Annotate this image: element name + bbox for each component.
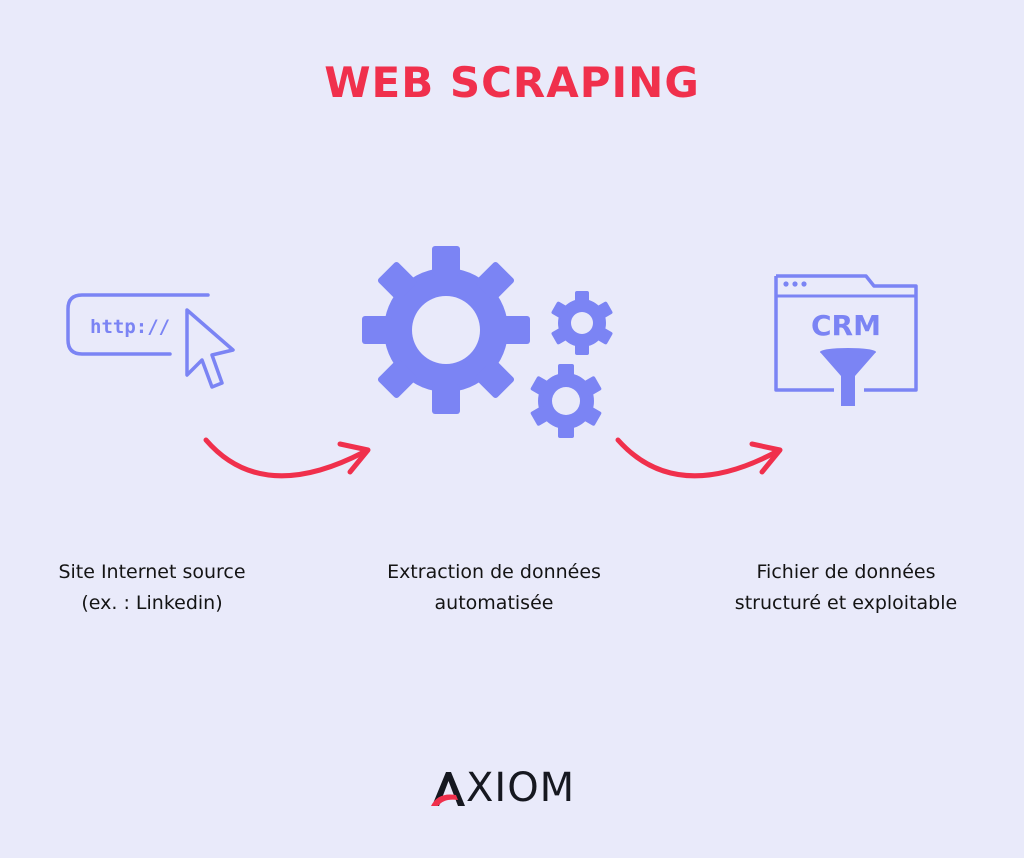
url-text: http:// <box>90 316 170 338</box>
step-caption-source: Site Internet source (ex. : Linkedin) <box>2 557 302 619</box>
caption-line: structuré et exploitable <box>734 592 958 614</box>
crm-label: CRM <box>811 309 881 342</box>
small-gear-icon <box>551 291 613 355</box>
gears-icon <box>362 246 613 438</box>
caption-line: Site Internet source <box>58 561 246 583</box>
funnel-icon <box>820 352 876 406</box>
large-gear-icon <box>362 246 530 414</box>
caption-line: Fichier de données <box>756 561 936 583</box>
browser-url-cursor-icon: http:// <box>66 293 235 389</box>
curved-arrow-icon <box>203 437 371 479</box>
medium-gear-icon <box>530 364 602 438</box>
diagram-title: WEB SCRAPING <box>324 58 700 107</box>
step-caption-extraction: Extraction de données automatisée <box>344 557 644 619</box>
logo-text: XIOM <box>466 765 576 811</box>
caption-line: Extraction de données <box>387 561 601 583</box>
curved-arrow-icon <box>615 437 783 479</box>
crm-window-funnel-icon: CRM <box>774 274 918 406</box>
cursor-icon <box>185 308 235 389</box>
step-caption-output: Fichier de données structuré et exploita… <box>696 557 996 619</box>
caption-line: automatisée <box>434 592 554 614</box>
caption-line: (ex. : Linkedin) <box>81 592 223 614</box>
axiom-a-mark-icon <box>431 772 465 806</box>
axiom-logo: XIOM <box>430 765 576 811</box>
